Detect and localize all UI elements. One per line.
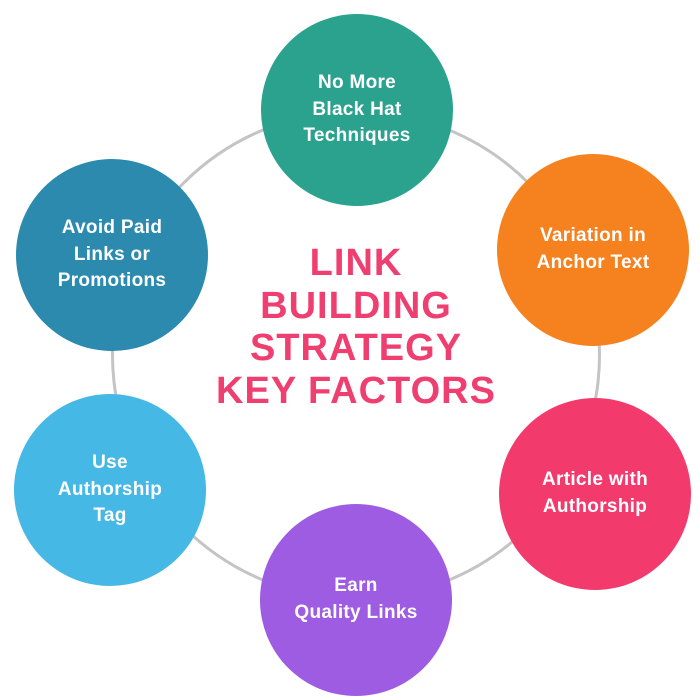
factor-circle-avoid-paid-links-or-promotions: Avoid Paid Links or Promotions (16, 159, 208, 351)
factor-label: Earn Quality Links (294, 575, 418, 623)
factor-circle-use-authorship-tag: Use Authorship Tag (14, 394, 206, 586)
diagram-title: LINK BUILDING STRATEGY KEY FACTORS (216, 242, 496, 412)
factor-label: Article with Authorship (541, 469, 648, 517)
factor-label: Variation in Anchor Text (536, 225, 650, 273)
factor-circle-variation-in-anchor-text: Variation in Anchor Text (497, 154, 689, 346)
factor-circle-article-with-authorship: Article with Authorship (499, 398, 691, 590)
factor-label: Use Authorship Tag (57, 451, 163, 527)
factor-label: Avoid Paid Links or Promotions (57, 216, 167, 292)
factor-circle-no-more-black-hat-techniques: No More Black Hat Techniques (261, 14, 453, 206)
factor-label: No More Black Hat Techniques (303, 71, 411, 147)
factor-circle-earn-quality-links: Earn Quality Links (260, 504, 452, 696)
